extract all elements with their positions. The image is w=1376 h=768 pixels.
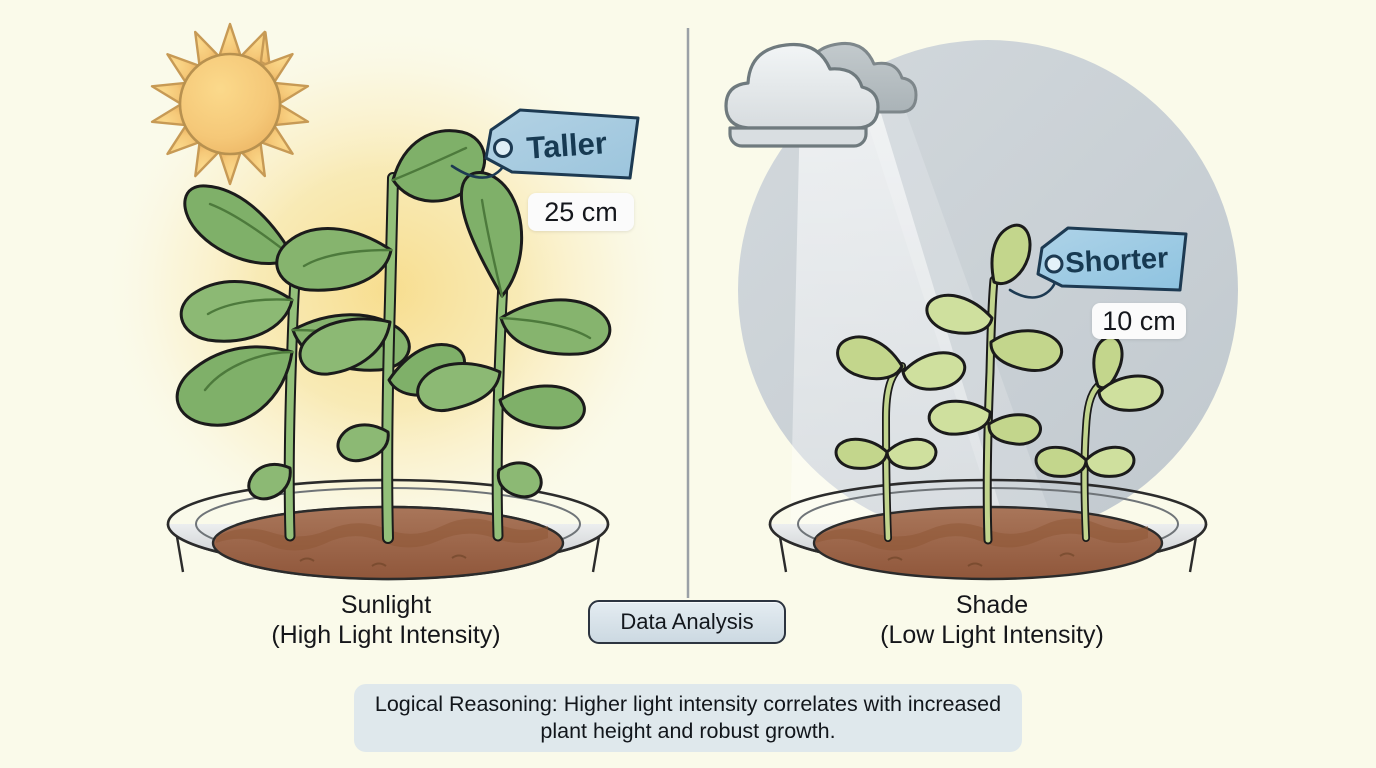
plant-group-left	[175, 129, 612, 544]
tag-taller: Taller	[484, 108, 640, 180]
caption-sunlight-title: Sunlight	[340, 591, 432, 619]
caption-shade: Shade (Low Light Intensity)	[812, 590, 1172, 650]
cloud-front	[724, 42, 880, 148]
plant-group-right	[834, 223, 1164, 545]
measurement-left: 25 cm	[528, 193, 634, 231]
cloud-icon	[724, 41, 918, 148]
caption-sunlight-sub: (High Light Intensity)	[271, 621, 501, 649]
data-analysis-badge[interactable]: Data Analysis	[588, 600, 786, 644]
measurement-right: 10 cm	[1092, 303, 1186, 339]
caption-shade-sub: (Low Light Intensity)	[880, 621, 1104, 649]
caption-sunlight: Sunlight (High Light Intensity)	[206, 590, 566, 650]
tag-shorter-text: Shorter	[1065, 242, 1170, 279]
left-panel-sunlight: Taller	[98, 22, 678, 581]
sun-icon	[150, 22, 310, 186]
caption-shade-title: Shade	[955, 591, 1029, 619]
tag-taller-text: Taller	[525, 125, 608, 166]
tag-shorter: Shorter	[1036, 226, 1188, 292]
right-panel-shade: Shorter	[724, 40, 1238, 581]
logical-reasoning-banner: Logical Reasoning: Higher light intensit…	[354, 684, 1022, 752]
